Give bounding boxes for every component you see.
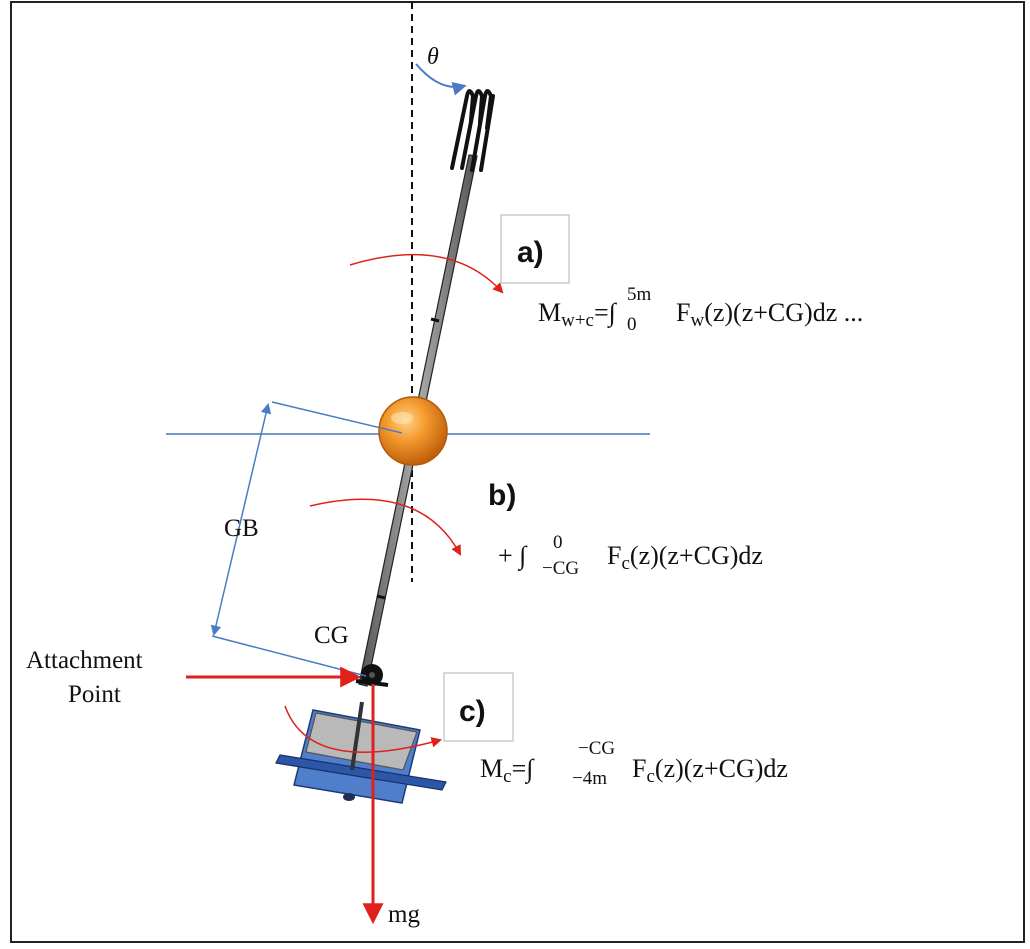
box-c-label: c) bbox=[459, 695, 486, 728]
attachment-point-marker bbox=[355, 664, 389, 687]
equation-a: Mw+c=∫ 5m 0 Fw(z)(z+CG)dz ... bbox=[538, 284, 863, 335]
box-b-label: b) bbox=[488, 479, 516, 512]
buoy-sphere bbox=[378, 396, 448, 466]
box-c bbox=[443, 672, 514, 742]
svg-text:Fc(z)(z+CG)dz: Fc(z)(z+CG)dz bbox=[607, 541, 763, 574]
svg-text:Fw(z)(z+CG)dz ...: Fw(z)(z+CG)dz ... bbox=[676, 298, 863, 331]
cg-label: CG bbox=[314, 622, 349, 649]
svg-text:0: 0 bbox=[627, 314, 637, 335]
theta-label: θ bbox=[427, 44, 439, 70]
gb-label: GB bbox=[224, 515, 259, 542]
moment-arrow-b bbox=[309, 498, 461, 556]
svg-text:−CG: −CG bbox=[542, 558, 579, 579]
svg-text:Fc(z)(z+CG)dz: Fc(z)(z+CG)dz bbox=[632, 754, 788, 787]
moment-arrow-a bbox=[349, 253, 504, 294]
svg-text:5m: 5m bbox=[627, 284, 652, 305]
frame bbox=[10, 1, 1025, 943]
mg-label: mg bbox=[388, 901, 420, 928]
svg-text:Mw+c=∫: Mw+c=∫ bbox=[538, 298, 618, 331]
clump-weight bbox=[275, 701, 447, 804]
svg-text:0: 0 bbox=[553, 532, 563, 553]
svg-text:Mc=∫: Mc=∫ bbox=[480, 754, 535, 787]
equation-b: + ∫ 0 −CG Fc(z)(z+CG)dz bbox=[498, 532, 763, 579]
box-a-label: a) bbox=[517, 236, 544, 269]
svg-text:−4m: −4m bbox=[572, 768, 607, 789]
svg-text:−CG: −CG bbox=[578, 738, 615, 759]
attachment-label-line1: Attachment bbox=[26, 647, 143, 674]
box-a bbox=[500, 214, 570, 284]
equation-c: Mc=∫ −CG −4m Fc(z)(z+CG)dz bbox=[480, 738, 788, 789]
moment-arrow-c bbox=[284, 705, 443, 753]
svg-text:+ ∫: + ∫ bbox=[498, 541, 528, 571]
attachment-label-line2: Point bbox=[68, 681, 121, 708]
antenna-icon bbox=[450, 89, 495, 172]
theta-arc bbox=[415, 63, 467, 96]
